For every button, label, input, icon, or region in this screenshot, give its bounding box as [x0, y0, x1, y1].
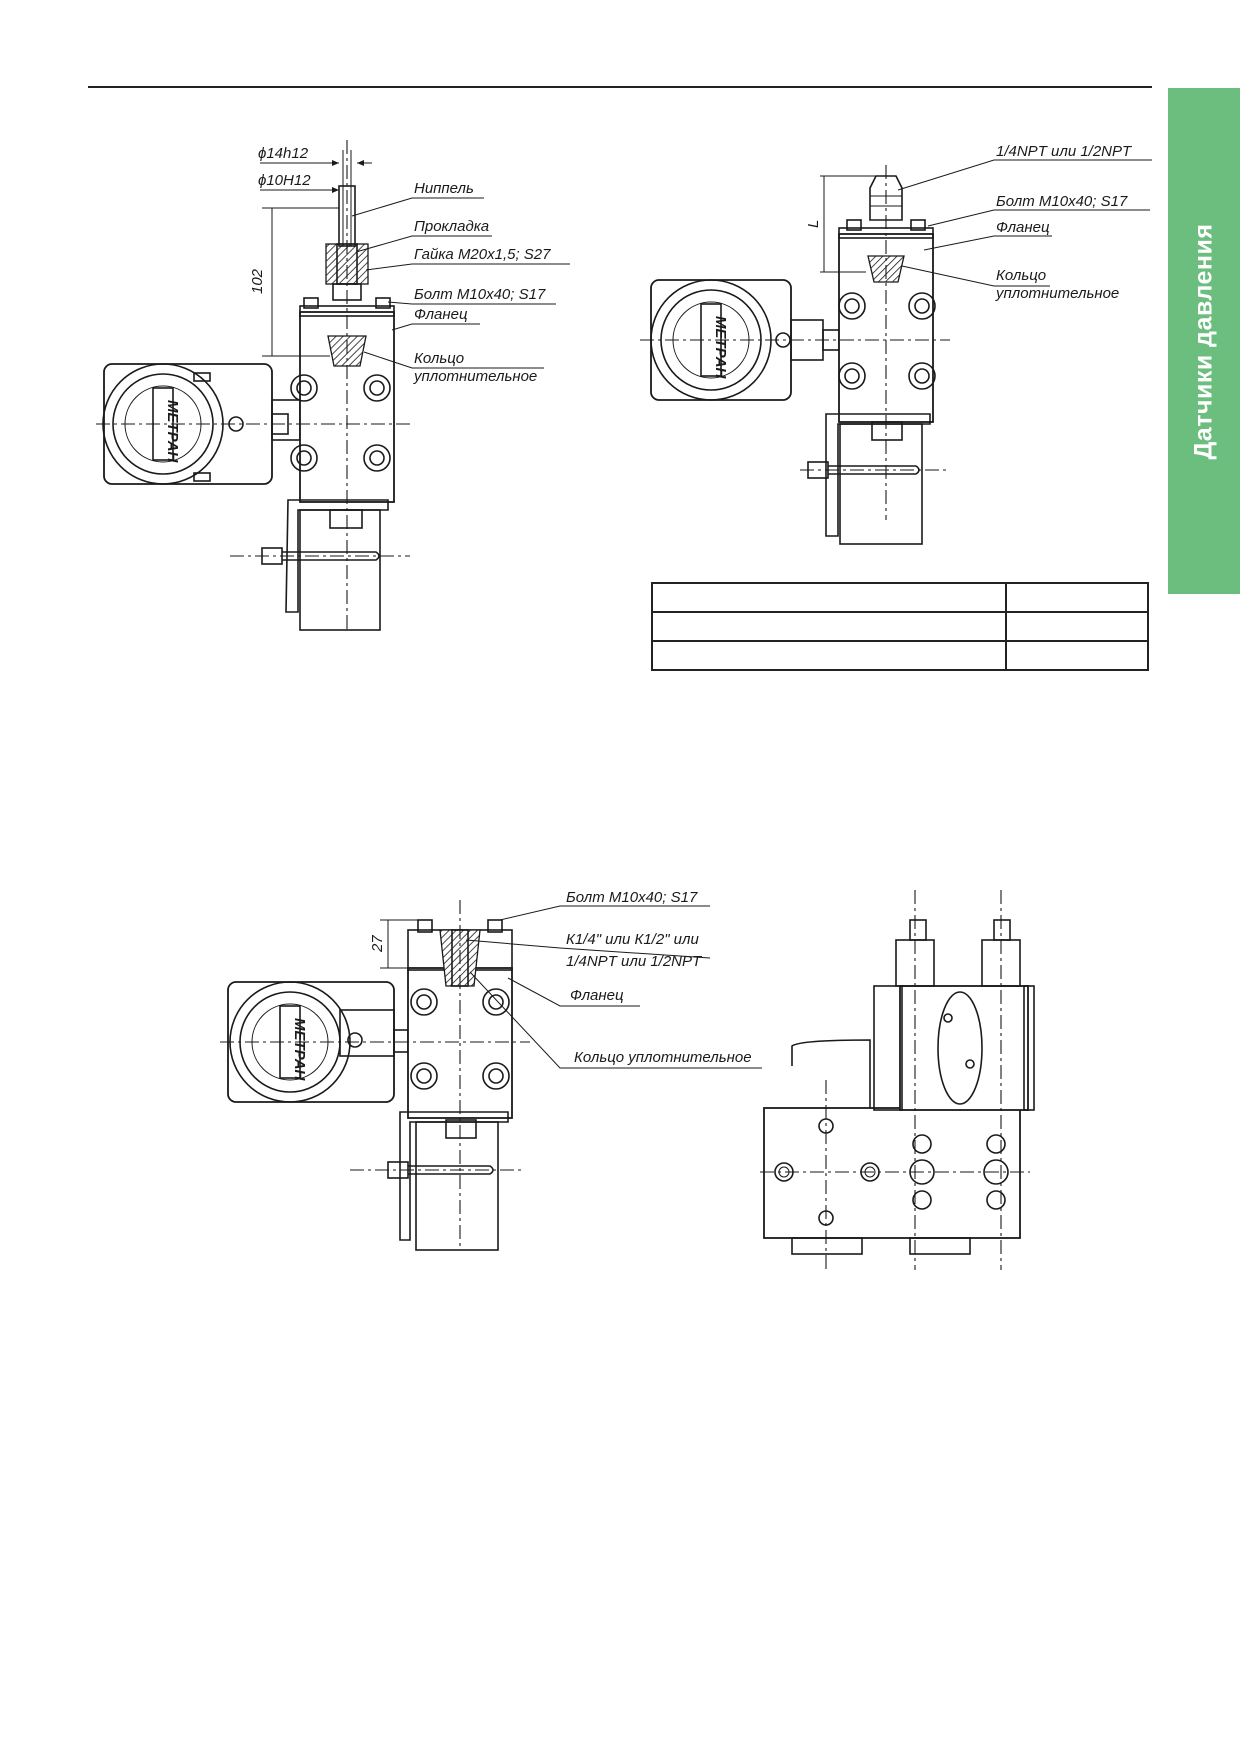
- table-cell: [1005, 640, 1149, 671]
- dim-102: 102: [249, 268, 266, 294]
- callout-flange: Фланец: [996, 219, 1050, 236]
- callout-npt: 1/4NPT или 1/2NPT: [996, 143, 1133, 160]
- callout-nipple: Ниппель: [414, 180, 474, 197]
- dim-L: L: [805, 220, 822, 228]
- callout-nut: Гайка М20х1,5; S27: [414, 246, 551, 263]
- bracket: [399, 1111, 509, 1241]
- callout-ring-2: уплотнительное: [995, 285, 1119, 302]
- callout-thread: К1/4" или К1/2" или: [566, 931, 699, 948]
- header-rule: [88, 86, 1152, 88]
- drawing-transmitter-nipple: МЕТРАН: [96, 140, 570, 631]
- sensor-body: [899, 985, 1029, 1111]
- oval-cover: [937, 991, 983, 1105]
- metran-logo: МЕТРАН: [712, 316, 729, 380]
- mounting-plate: [763, 1107, 1021, 1239]
- callout-bolt: Болт М10х40; S17: [996, 193, 1128, 210]
- callout-flange: Фланец: [570, 987, 624, 1004]
- callout-ring: Кольцо: [414, 350, 464, 367]
- table-row: [651, 582, 1149, 613]
- callout-thread-2: 1/4NPT или 1/2NPT: [566, 953, 703, 970]
- dim-d10: ϕ10H12: [258, 172, 311, 189]
- drawing-transmitter-npt: МЕТРАН L 1/4NPT или 1/2NPT Болт М10х40; …: [640, 143, 1152, 545]
- table-cell: [1005, 611, 1149, 642]
- table-cell: [651, 582, 1007, 613]
- table-row: [651, 611, 1149, 642]
- bracket: [825, 413, 931, 537]
- drawing-side-view: [760, 890, 1035, 1270]
- dim-27: 27: [369, 935, 386, 953]
- callout-bolt: Болт М10х40; S17: [414, 286, 546, 303]
- pipe: [839, 423, 923, 545]
- npt-fitting: [869, 175, 903, 221]
- callout-ring: Кольцо: [996, 267, 1046, 284]
- table-cell: [651, 611, 1007, 642]
- bracket: [285, 499, 389, 613]
- callout-gasket: Прокладка: [414, 218, 489, 235]
- spec-table: [651, 582, 1149, 671]
- callout-bolt: Болт М10х40; S17: [566, 889, 698, 906]
- drawing-transmitter-thread: МЕТРАН 27 Болт М10х40; S17 К1/4" или К1/…: [220, 889, 762, 1251]
- table-row: [651, 640, 1149, 671]
- section-tab: Датчики давления: [1168, 88, 1240, 594]
- callout-ring: Кольцо уплотнительное: [574, 1049, 752, 1066]
- table-cell: [1005, 582, 1149, 613]
- metran-logo: МЕТРАН: [164, 400, 181, 464]
- table-cell: [651, 640, 1007, 671]
- metran-logo: МЕТРАН: [291, 1018, 308, 1082]
- dim-d14: ϕ14h12: [258, 145, 309, 162]
- pipe: [415, 1121, 499, 1251]
- callout-ring-2: уплотнительное: [413, 368, 537, 385]
- callout-flange: Фланец: [414, 306, 468, 323]
